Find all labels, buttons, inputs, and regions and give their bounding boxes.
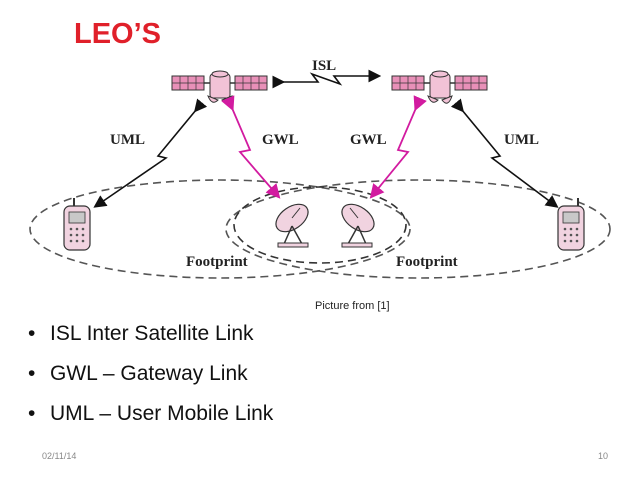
slide-date: 02/11/14 [42,451,77,461]
gateway-overlap-ellipse [233,186,407,264]
isl-link-arrow [272,69,382,89]
uml-right-link-arrow [450,98,559,208]
bullet-dot-icon: • [28,322,36,345]
uml-right-label: UML [504,132,539,148]
footprint-right-label: Footprint [396,254,458,270]
bullet-item: • ISL Inter Satellite Link [28,318,273,358]
slide-title: LEO’S [74,18,162,50]
bullet-text: GWL – Gateway Link [50,362,248,385]
footprint-left-label: Footprint [186,254,248,270]
bullet-text: ISL Inter Satellite Link [50,322,254,345]
bullet-item: • GWL – Gateway Link [28,358,273,398]
gateway-dish-right-icon [341,203,375,248]
isl-label: ISL [312,58,336,74]
bullet-item: • UML – User Mobile Link [28,398,273,438]
gwl-left-label: GWL [262,132,299,148]
satellite-left-icon [171,70,268,104]
mobile-phone-left-icon [63,198,91,251]
gwl-left-link-arrow [221,95,281,199]
gwl-right-label: GWL [350,132,387,148]
footprint-left-ellipse [29,179,411,279]
uml-left-link-arrow [93,98,208,208]
gateway-dish-left-icon [275,203,309,248]
slide-page-number: 10 [597,451,608,461]
leo-network-diagram: ISL UML UML GWL GWL [29,58,611,279]
bullet-dot-icon: • [28,402,36,425]
gwl-right-link-arrow [369,95,427,199]
uml-left-label: UML [110,132,145,148]
picture-caption: Picture from [1] [315,300,390,312]
satellite-right-icon [391,70,488,104]
bullet-text: UML – User Mobile Link [50,402,274,425]
bullet-dot-icon: • [28,362,36,385]
mobile-phone-right-icon [557,198,585,251]
bullet-list: • ISL Inter Satellite Link • GWL – Gateway… [28,318,273,438]
